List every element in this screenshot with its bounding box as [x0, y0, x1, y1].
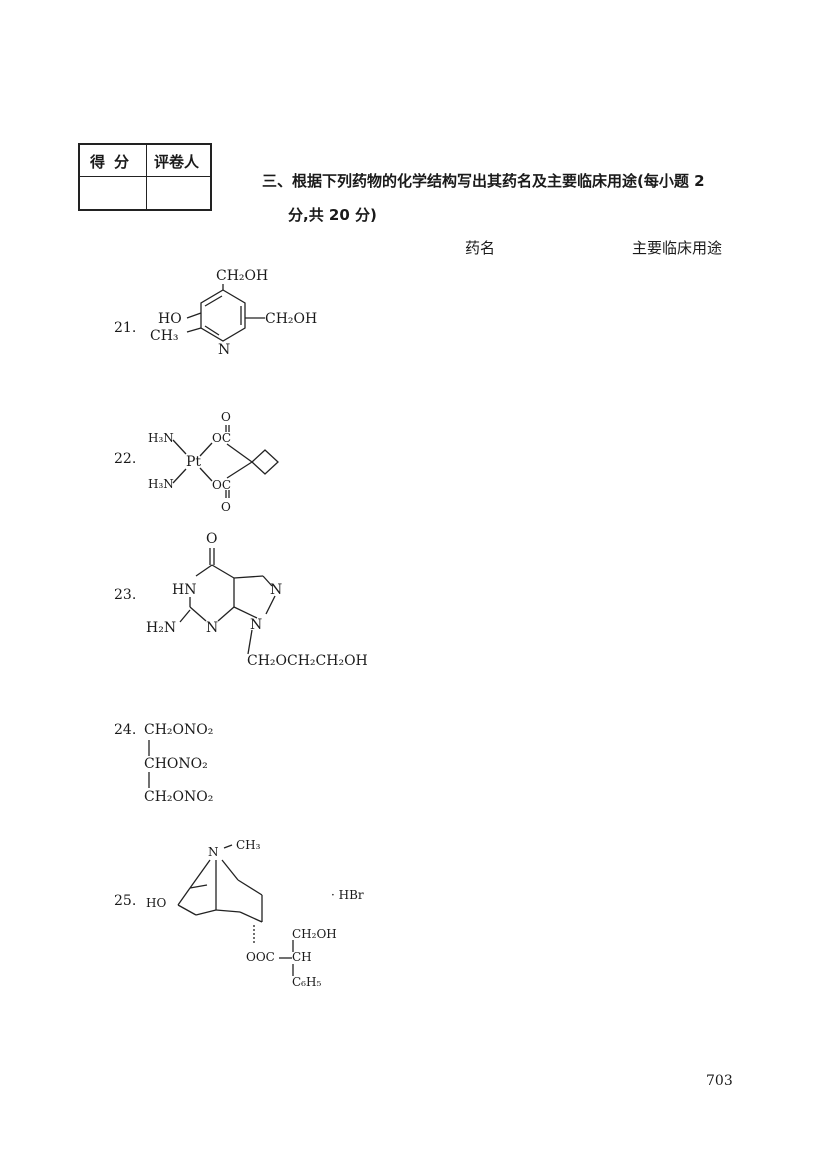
- column-header-drug-name: 药名: [465, 239, 496, 257]
- atom-label: H₂N: [146, 620, 177, 636]
- atom-label: CH₂ONO₂: [144, 789, 214, 805]
- page-number: 703: [706, 1073, 733, 1089]
- atom-label: N: [218, 342, 231, 358]
- section-title: 三、根据下列药物的化学结构写出其药名及主要临床用途(每小题 2: [262, 172, 705, 190]
- question-number: 24.: [114, 722, 137, 738]
- atom-label: H₃N: [148, 431, 174, 445]
- atom-label: O: [206, 531, 218, 547]
- atom-label: N: [250, 617, 263, 633]
- atom-label: CH₃: [236, 838, 261, 852]
- section-title-continued: 分,共 20 分): [288, 206, 377, 224]
- atom-label: OC: [212, 478, 232, 492]
- question-number: 25.: [114, 893, 137, 909]
- atom-label: CH₂OH: [292, 927, 337, 941]
- atom-label: CH₂OH: [265, 311, 318, 327]
- atom-label: OOC: [246, 950, 275, 964]
- atom-label: N: [208, 845, 219, 859]
- atom-label: O: [221, 410, 231, 424]
- atom-label: HN: [172, 582, 197, 598]
- atom-label: O: [221, 500, 231, 514]
- atom-label: N: [270, 582, 283, 598]
- atom-label: CH: [292, 950, 312, 964]
- question-number: 21.: [114, 320, 137, 336]
- atom-label: CH₂OH: [216, 268, 269, 284]
- atom-label: HO: [146, 896, 167, 910]
- table-divider: [80, 176, 210, 177]
- question-number: 23.: [114, 587, 137, 603]
- atom-label: CH₃: [150, 328, 179, 344]
- question-number: 22.: [114, 451, 137, 467]
- atom-label: H₃N: [148, 477, 174, 491]
- atom-label: HO: [158, 311, 182, 327]
- table-divider: [146, 145, 147, 209]
- column-header-clinical-use: 主要临床用途: [632, 239, 723, 257]
- grader-label: 评卷人: [154, 153, 200, 171]
- atom-label: OC: [212, 431, 232, 445]
- atom-label: C₆H₅: [292, 975, 322, 989]
- atom-label: · HBr: [331, 888, 364, 902]
- atom-label: CHONO₂: [144, 756, 208, 772]
- atom-label: N: [206, 620, 219, 636]
- atom-label: Pt: [186, 454, 202, 470]
- score-table: 得分 评卷人: [78, 143, 212, 211]
- atom-label: CH₂ONO₂: [144, 722, 214, 738]
- atom-label: CH₂OCH₂CH₂OH: [247, 653, 368, 669]
- score-label: 得分: [90, 153, 139, 171]
